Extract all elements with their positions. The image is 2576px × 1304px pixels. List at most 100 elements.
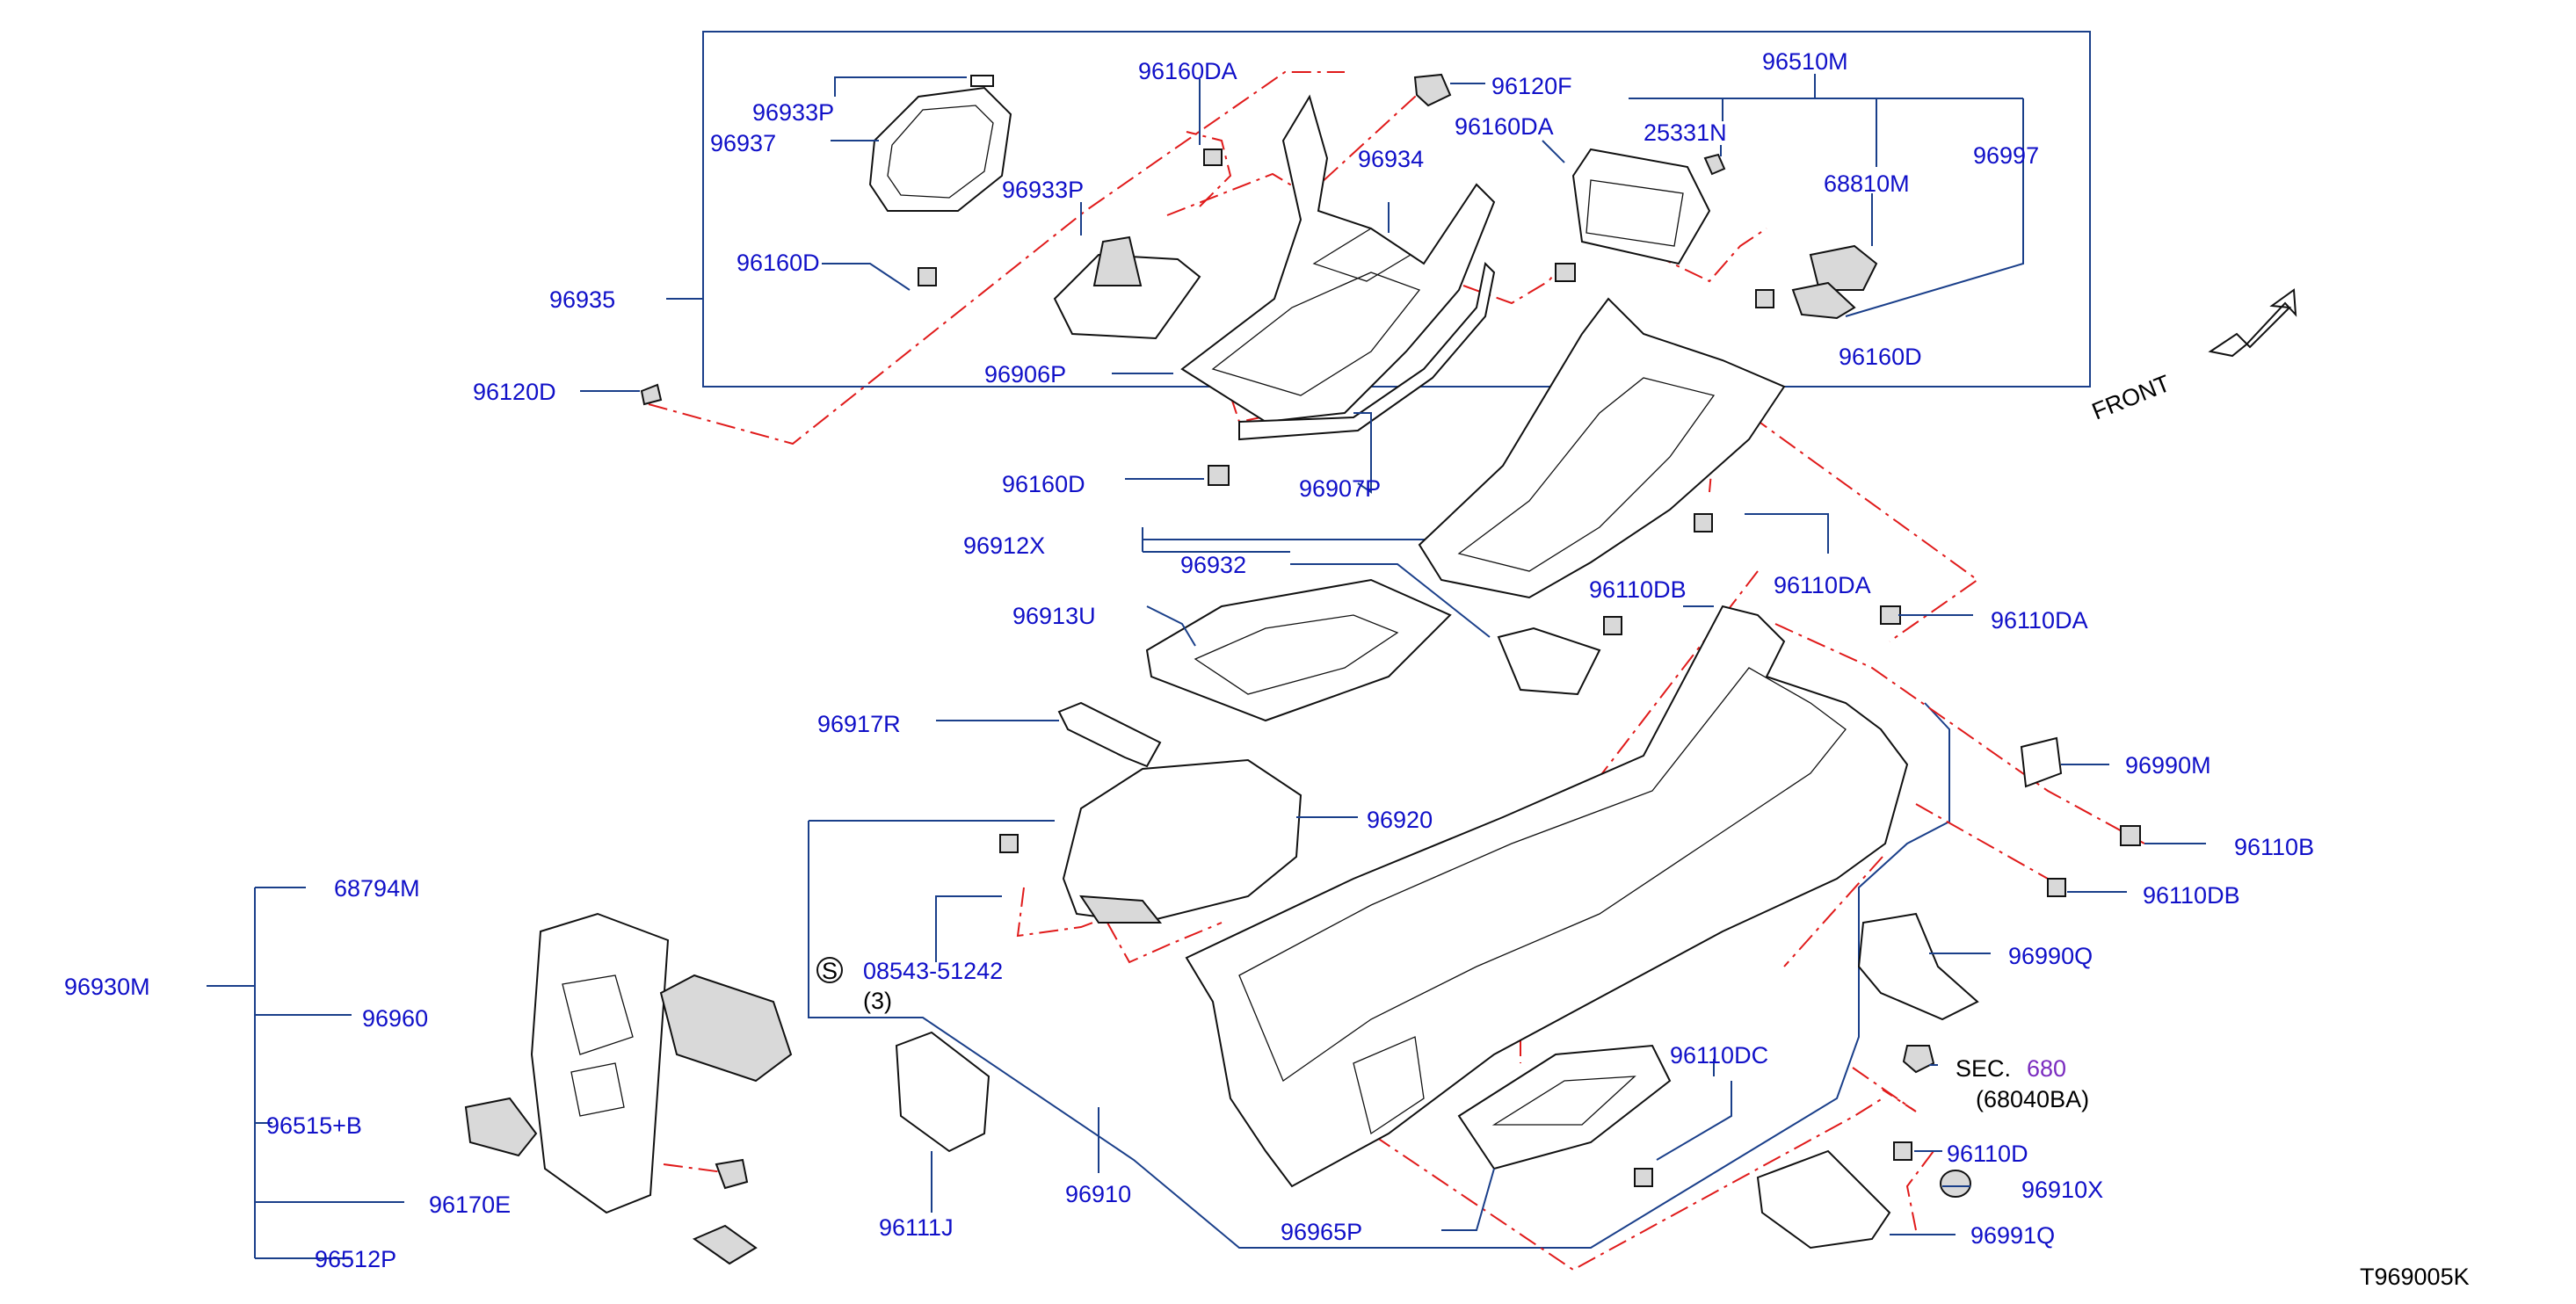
part-96920 — [1062, 758, 1303, 924]
label-08543-51242: 08543-51242 — [863, 958, 1003, 984]
label-68810M: 68810M — [1824, 170, 1910, 197]
part-sec680-nut — [1902, 1045, 1935, 1074]
part-96907P — [1238, 261, 1496, 441]
part-96913U — [1145, 578, 1452, 722]
label-96160D-c: 96160D — [1002, 471, 1085, 497]
label-96912X: 96912X — [963, 532, 1045, 559]
label-96110DA-b: 96110DA — [1991, 607, 2088, 634]
label-96110DC: 96110DC — [1670, 1042, 1768, 1069]
label-96110DA-a: 96110DA — [1774, 572, 1871, 598]
label-96910X: 96910X — [2021, 1177, 2103, 1203]
label-96937: 96937 — [710, 130, 776, 156]
part-68810M — [1809, 244, 1878, 291]
label-96932: 96932 — [1180, 552, 1246, 578]
label-96910: 96910 — [1065, 1181, 1131, 1207]
label-drawing-id: T969005K — [2360, 1264, 2470, 1290]
label-96933P-b: 96933P — [1002, 177, 1084, 203]
part-96910X — [1940, 1170, 1971, 1198]
label-96160D-b: 96160D — [1839, 344, 1922, 370]
label-96510M: 96510M — [1762, 48, 1848, 75]
part-96515B — [464, 1097, 538, 1157]
part-96997 — [1791, 281, 1856, 320]
dash-line-96120D — [648, 71, 1345, 446]
label-96160D-a: 96160D — [737, 250, 820, 276]
part-96990Q — [1857, 912, 1979, 1021]
label-s-symbol: S — [822, 958, 838, 984]
dash-line-96110DB — [1915, 803, 2049, 880]
label-96997: 96997 — [1973, 142, 2039, 169]
part-96934 — [1180, 94, 1496, 424]
label-08543-qty: (3) — [863, 988, 892, 1014]
label-96110DB-b: 96110DB — [2143, 882, 2240, 909]
part-96965P — [1457, 1044, 1672, 1170]
part-96120F — [1413, 73, 1452, 107]
label-96920: 96920 — [1367, 807, 1433, 833]
dash-line-96110DA — [1722, 395, 1979, 642]
label-96906P: 96906P — [984, 361, 1066, 388]
dash-line-sec680 — [1852, 1067, 1917, 1112]
label-96913U: 96913U — [1012, 603, 1096, 629]
group-box-upper — [702, 31, 2091, 388]
part-96932 — [1497, 627, 1601, 696]
label-96110D: 96110D — [1947, 1141, 2028, 1167]
dash-line-96110D — [1905, 1150, 1934, 1231]
label-96120D: 96120D — [473, 379, 556, 405]
label-96120F: 96120F — [1491, 73, 1572, 99]
label-96170E: 96170E — [429, 1192, 511, 1218]
label-sec-68040BA: (68040BA) — [1976, 1086, 2089, 1112]
label-96930M: 96930M — [64, 974, 150, 1000]
label-96907P: 96907P — [1299, 475, 1381, 502]
label-96933P-a: 96933P — [752, 99, 834, 126]
leader-96110DC — [1656, 1081, 1732, 1161]
part-96930M — [530, 912, 670, 1214]
dash-line-bottom — [1344, 1098, 1883, 1271]
part-96990M — [2020, 736, 2063, 788]
part-25331N — [1703, 153, 1726, 176]
part-96912X — [1418, 297, 1786, 599]
dash-line-a — [1186, 131, 1232, 207]
dash-line-96990Q — [1783, 856, 1883, 967]
part-96170E — [715, 1158, 749, 1190]
dash-line-96170E — [663, 1163, 730, 1174]
part-96512P — [692, 1224, 758, 1265]
part-96937 — [868, 75, 1012, 212]
leader-lines — [580, 76, 2206, 1235]
dash-line-96920 — [1107, 922, 1223, 964]
label-96512P: 96512P — [315, 1246, 396, 1272]
part-96910 — [1185, 605, 1909, 1188]
label-96960: 96960 — [362, 1005, 428, 1032]
front-arrow-icon — [2208, 288, 2297, 358]
part-96111J — [895, 1031, 990, 1153]
label-96515B: 96515+B — [266, 1112, 362, 1139]
part-96917R — [1057, 701, 1162, 768]
s-symbol-icon — [816, 957, 843, 983]
label-front: FRONT — [2088, 370, 2173, 425]
dash-line-96990M — [1774, 623, 2145, 844]
part-68794M — [659, 974, 793, 1083]
part-96933P-boot — [1053, 235, 1201, 340]
label-96917R: 96917R — [817, 711, 901, 737]
bracket-96510M — [1629, 74, 2024, 167]
label-96990M: 96990M — [2125, 752, 2211, 779]
label-96991Q: 96991Q — [1970, 1222, 2055, 1249]
leader-96932 — [1290, 563, 1491, 638]
bracket-96930M — [207, 887, 404, 1259]
outline-96910 — [808, 702, 1950, 1249]
part-96991Q — [1756, 1149, 1891, 1250]
label-25331N: 25331N — [1644, 120, 1727, 146]
part-96510M — [1571, 148, 1711, 265]
label-sec-680: 680 — [2027, 1055, 2066, 1082]
label-96110DB-a: 96110DB — [1589, 576, 1687, 603]
label-96160DA-b: 96160DA — [1455, 113, 1554, 140]
label-96110B: 96110B — [2234, 834, 2314, 860]
label-sec: SEC. — [1956, 1055, 2011, 1082]
screw-icons — [640, 149, 2141, 1187]
label-96965P: 96965P — [1281, 1219, 1362, 1245]
label-96934: 96934 — [1358, 146, 1424, 172]
label-96935: 96935 — [549, 286, 615, 313]
label-96111J: 96111J — [879, 1214, 954, 1241]
label-96990Q: 96990Q — [2008, 943, 2093, 969]
label-68794M: 68794M — [334, 875, 420, 902]
label-96160DA-a: 96160DA — [1138, 58, 1237, 84]
